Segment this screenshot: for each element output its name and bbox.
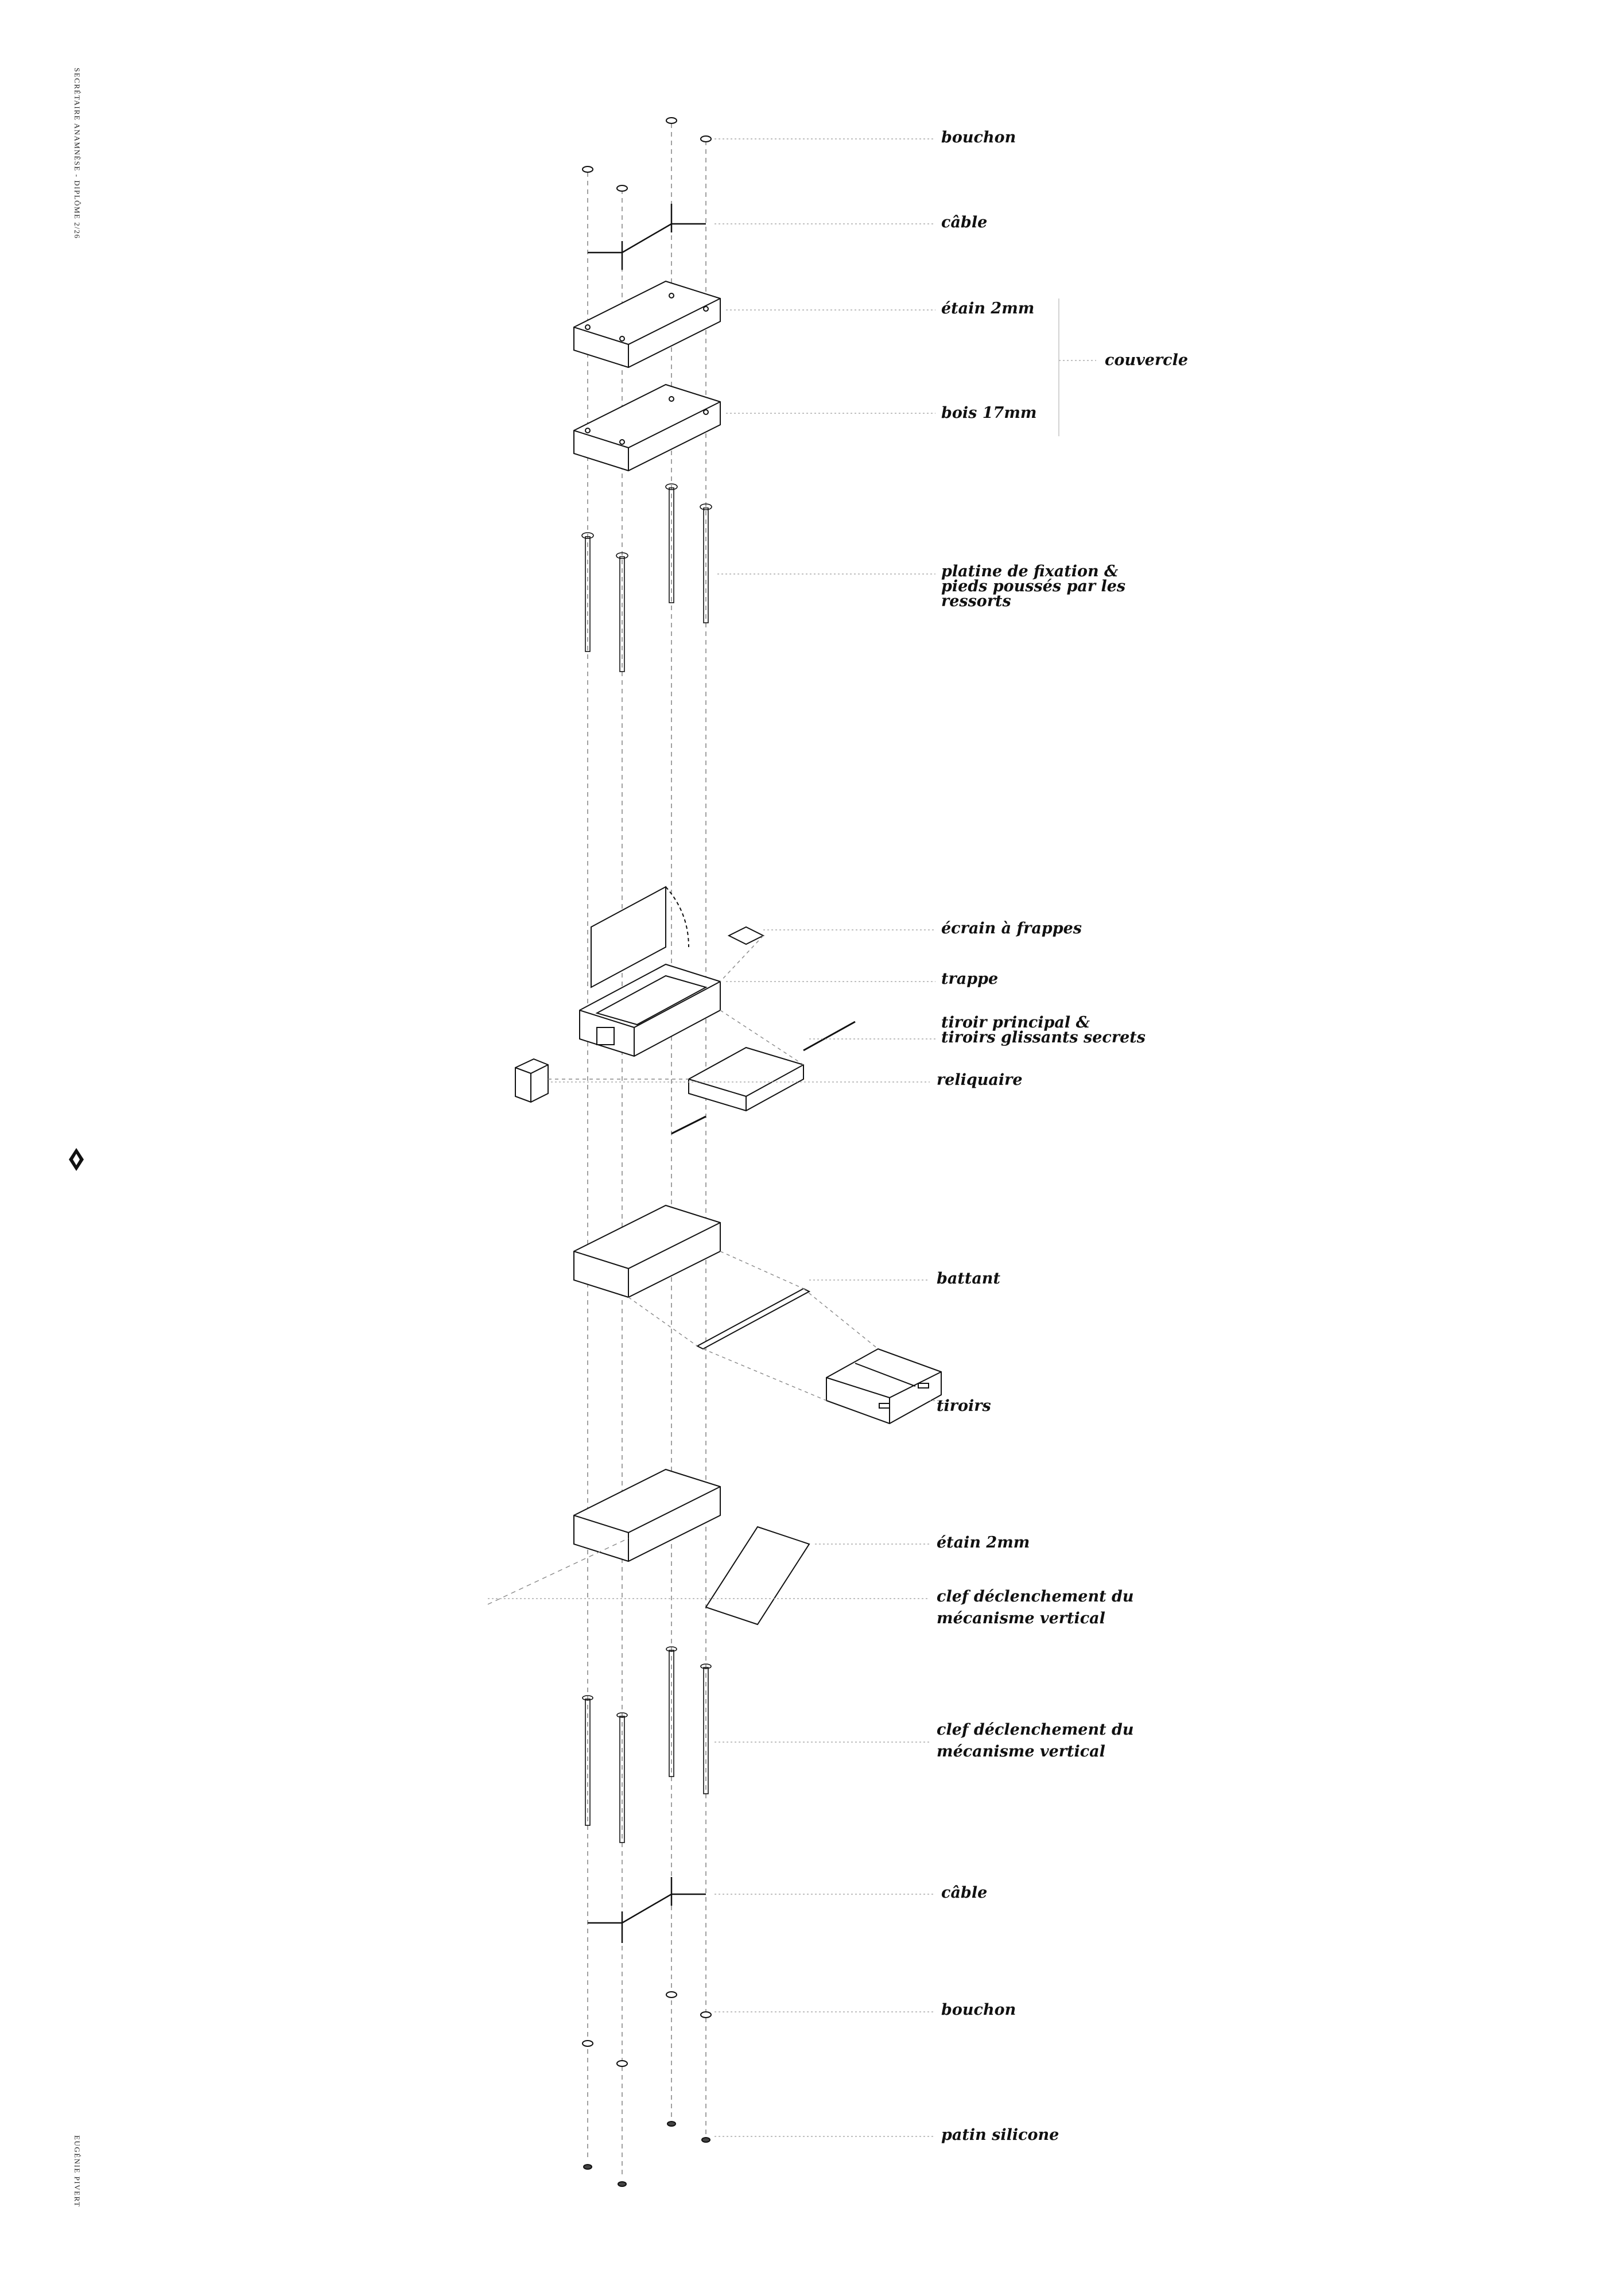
label-patin: patin silicone — [941, 2126, 1059, 2144]
label-bois: bois 17mm — [941, 404, 1037, 422]
etain-lid-box — [573, 280, 721, 369]
title-margin-text: SECRÉTAIRE ANAMNÈSE - DIPLÔME 2/26 — [73, 68, 81, 239]
drawer-guides-dashed — [548, 935, 804, 1080]
label-clef-b-line1: clef déclenchement du — [937, 1721, 1134, 1739]
label-platine-line2: pieds poussés par les — [941, 577, 1126, 595]
label-etain-top: étain 2mm — [941, 300, 1035, 317]
cable-top-part — [588, 204, 706, 270]
label-bouchon-bottom: bouchon — [941, 2001, 1016, 2019]
label-clef-a-line2: mécanisme vertical — [937, 1609, 1105, 1627]
main-body-assembly — [515, 886, 804, 1112]
etain-bottom-tray — [573, 1468, 810, 1626]
label-couvercle: couvercle — [1105, 351, 1189, 369]
bouchon-top-parts — [582, 117, 712, 192]
label-clef-a-line1: clef déclenchement du — [937, 1588, 1134, 1605]
tiroir-slide-rods — [671, 1021, 856, 1135]
bouchon-bottom-parts — [582, 1991, 712, 2067]
label-reliquaire: reliquaire — [937, 1071, 1023, 1089]
label-platine-line1: platine de fixation & — [941, 563, 1119, 580]
label-clef-b-line2: mécanisme vertical — [937, 1743, 1105, 1760]
clef-key-axis — [487, 1538, 629, 1605]
label-tiroir: tiroir principal & tiroirs glissants sec… — [941, 1014, 1146, 1047]
patin-silicone-parts — [583, 2121, 710, 2187]
screw-set-top — [581, 483, 712, 672]
cable-bottom-part — [588, 1877, 706, 1943]
label-platine: platine de fixation & pieds poussés par … — [941, 563, 1125, 611]
label-ecrain: écrain à frappes — [941, 920, 1082, 937]
label-tiroirs: tiroirs — [937, 1397, 991, 1415]
diamond-icon — [69, 1148, 84, 1171]
label-platine-line3: ressorts — [941, 592, 1011, 610]
label-clef-a: clef déclenchement du mécanisme vertical — [937, 1588, 1133, 1628]
label-battant: battant — [937, 1270, 1000, 1287]
label-tiroir-line1: tiroir principal & — [941, 1014, 1090, 1031]
author-margin-text: EUGÉNIE PIVERT — [73, 2135, 81, 2208]
label-trappe: trappe — [941, 970, 999, 988]
label-tiroir-line2: tiroirs glissants secrets — [941, 1029, 1146, 1046]
label-clef-b: clef déclenchement du mécanisme vertical — [937, 1721, 1133, 1761]
screw-set-bottom — [582, 1646, 712, 1843]
assembly-axes — [587, 123, 706, 2175]
label-bouchon-top: bouchon — [941, 129, 1016, 146]
leader-lines — [488, 138, 1096, 2137]
battant-guides-dashed — [628, 1251, 879, 1401]
battant-assembly — [573, 1204, 942, 1425]
bois-lid-box — [573, 383, 721, 472]
label-cable-bottom: câble — [941, 1884, 988, 1902]
label-cable-top: câble — [941, 214, 988, 231]
label-etain-bottom: étain 2mm — [937, 1534, 1030, 1552]
